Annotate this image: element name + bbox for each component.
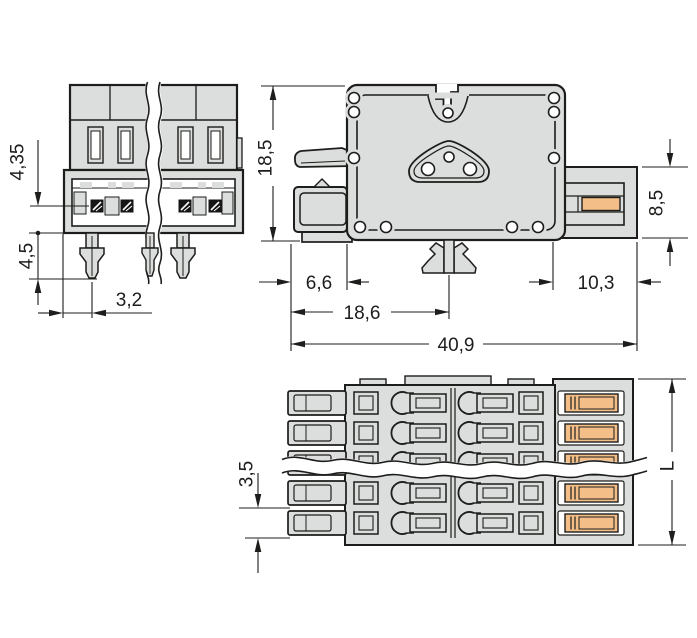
side-tail-section [552,166,638,239]
dim-label-height: 18,5 [256,140,277,177]
dim-pin-offset-3-2: 3,2 [38,234,152,318]
dim-foot-center-18-6: 18,6 [291,275,450,324]
front-pin [170,232,196,279]
front-view: 4,35 4,5 3,2 [8,82,245,318]
front-pin-middle [141,232,159,277]
dim-label-pin-length: 4,5 [17,243,38,269]
top-view: 3,5 L [237,375,686,573]
dim-latch-6-6: 6,6 [259,244,369,351]
dim-overall-width-L: L [638,378,686,546]
dim-tail-length-10-3: 10,3 [529,242,661,351]
side-body [345,83,567,242]
dim-pin-length-4-5: 4,5 [17,230,97,305]
side-center-boss [408,140,490,183]
dim-overall-length-40-9: 40,9 [291,335,637,356]
side-view: 18,5 8,5 6,6 10,3 [253,83,688,356]
dim-label-overall-length: 40,9 [438,335,475,356]
side-contact-strip [581,196,621,212]
dim-label-overall-width: L [658,461,679,472]
side-plug-section [293,178,348,233]
front-contact [120,199,134,213]
dim-label-row-pitch: 3,5 [237,461,258,487]
dim-label-latch: 6,6 [306,273,332,294]
front-contact [90,199,104,213]
side-snap-foot [421,239,477,274]
dim-label-pin-offset: 3,2 [116,290,142,311]
front-contact [178,199,192,213]
dim-label-foot-center: 18,6 [344,303,381,324]
front-contact [208,199,222,213]
dim-tail-height-8-5: 8,5 [642,139,688,266]
dim-label-recess: 4,35 [8,144,29,181]
dim-row-pitch-3-5: 3,5 [237,461,290,573]
dim-height-18-5: 18,5 [253,85,345,242]
mounting-holes [347,91,561,234]
dim-label-tail-length: 10,3 [578,273,615,294]
dim-recess-4-35: 4,35 [8,140,89,207]
front-pin [79,232,105,279]
dim-label-tail-height: 8,5 [647,190,668,216]
